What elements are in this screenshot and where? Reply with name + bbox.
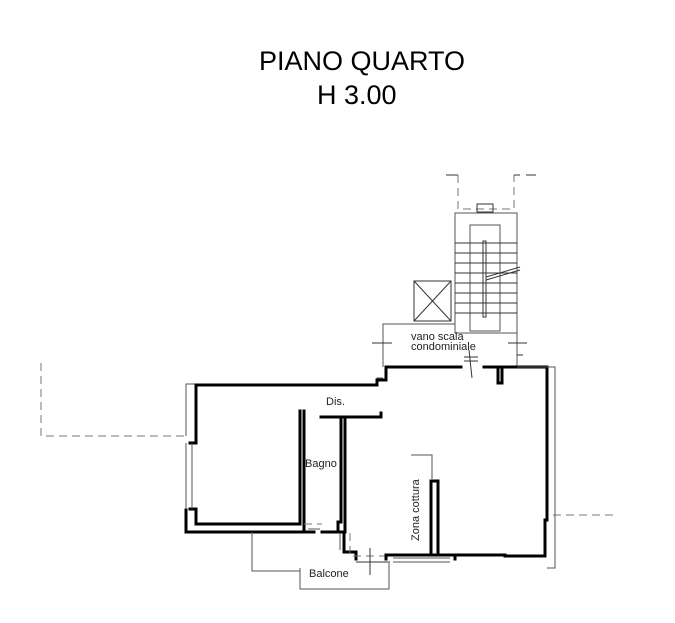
room-label-stairwell-1: vano scala bbox=[411, 331, 464, 343]
kitchen-partition bbox=[411, 454, 440, 555]
room-label-balcony: Balcone bbox=[309, 568, 349, 580]
floor-title: PIANO QUARTO bbox=[259, 46, 466, 76]
room-label-hallway: Dis. bbox=[326, 396, 345, 408]
neighbor-boundary-left bbox=[40, 363, 186, 437]
stairwell-landing bbox=[372, 323, 527, 379]
room-label-stairwell-2: condominiale bbox=[411, 341, 476, 353]
elevator-shaft bbox=[413, 280, 452, 322]
bottom-walls bbox=[251, 409, 507, 590]
staircase bbox=[454, 203, 521, 334]
ceiling-height: H 3.00 bbox=[317, 80, 397, 110]
room-label-kitchen: Zona cottura bbox=[410, 479, 422, 541]
room-label-bathroom: Bagno bbox=[305, 458, 337, 470]
neighbor-boundary-top bbox=[446, 174, 536, 210]
exterior-walls bbox=[184, 365, 556, 569]
